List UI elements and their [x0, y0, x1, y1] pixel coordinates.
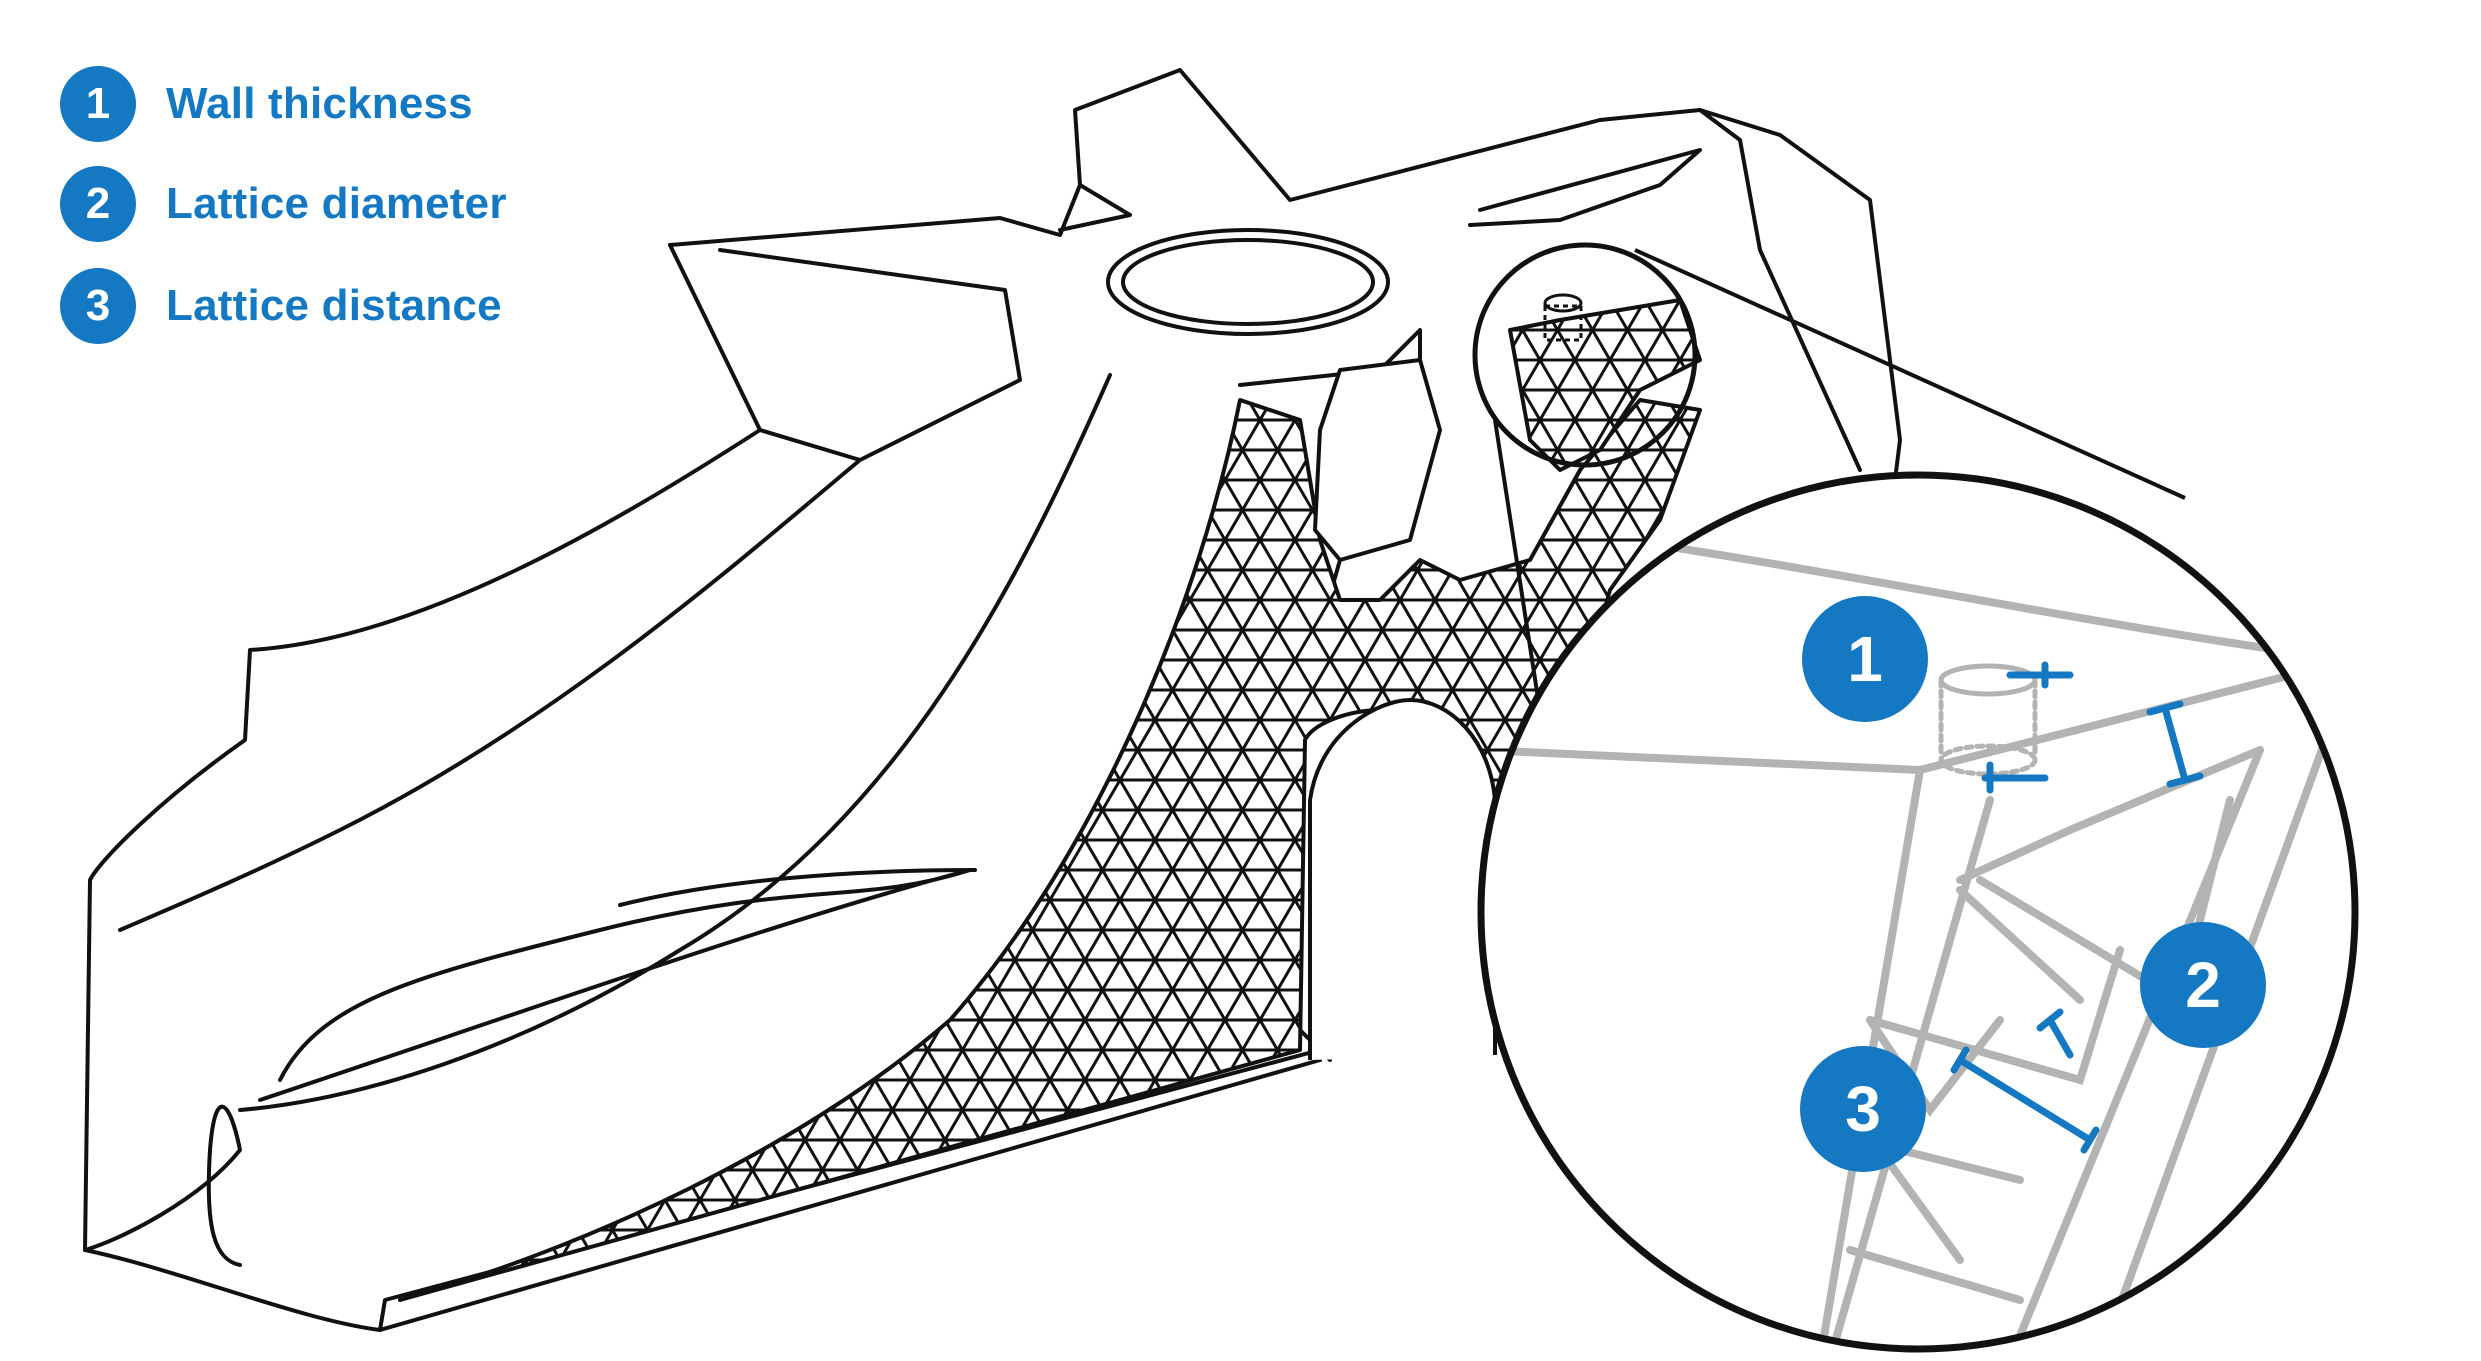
top-surface-outline	[668, 68, 1902, 682]
blade-inner-1	[118, 458, 862, 932]
legend-label-3: Lattice distance	[166, 281, 502, 330]
right-spoke	[1468, 148, 1702, 227]
zoom-callout-2: 2	[2140, 922, 2266, 1048]
pillar	[1313, 358, 1442, 562]
legend-item-lattice-distance: 3 Lattice distance	[60, 266, 502, 346]
zoom-view	[1477, 471, 2359, 1353]
legend-badge-1: 1	[60, 66, 136, 142]
legend-badge-3: 3	[60, 268, 136, 344]
blade-fin-2	[618, 868, 977, 907]
base-front-edge	[378, 1048, 1322, 1332]
zoom-callout-1: 1	[1802, 596, 1928, 722]
legend-label-1: Wall thickness	[166, 79, 473, 128]
left-spoke	[668, 243, 1022, 462]
dim-lattice-diameter	[2161, 704, 2189, 784]
back-edge	[1698, 108, 1862, 472]
blade-outer	[83, 428, 1322, 1332]
legend-item-lattice-diameter: 2 Lattice diameter	[60, 164, 507, 244]
legend-label-2: Lattice diameter	[166, 179, 507, 228]
blade-curl	[83, 1104, 242, 1267]
arch-opening	[1308, 698, 1497, 1060]
magnifier-small	[1472, 242, 1698, 468]
top-spoke	[1058, 183, 1132, 232]
zoom-circle-border	[1477, 471, 2359, 1353]
zoom-callout-3: 3	[1800, 1046, 1926, 1172]
legend-item-wall-thickness: 1 Wall thickness	[60, 64, 473, 144]
blade-inner-2	[238, 373, 1112, 1112]
part-body	[83, 68, 1902, 1332]
lattice-section	[398, 298, 1702, 1302]
legend-badge-2: 2	[60, 166, 136, 242]
blade-fin	[258, 868, 972, 1102]
magnifier-small-circle	[1472, 242, 1698, 468]
lattice-fill-slot	[1508, 298, 1702, 472]
dim-lattice-distance	[1956, 1056, 2094, 1144]
center-hole	[1106, 228, 1390, 336]
dimension-markers	[1950, 661, 2204, 1154]
